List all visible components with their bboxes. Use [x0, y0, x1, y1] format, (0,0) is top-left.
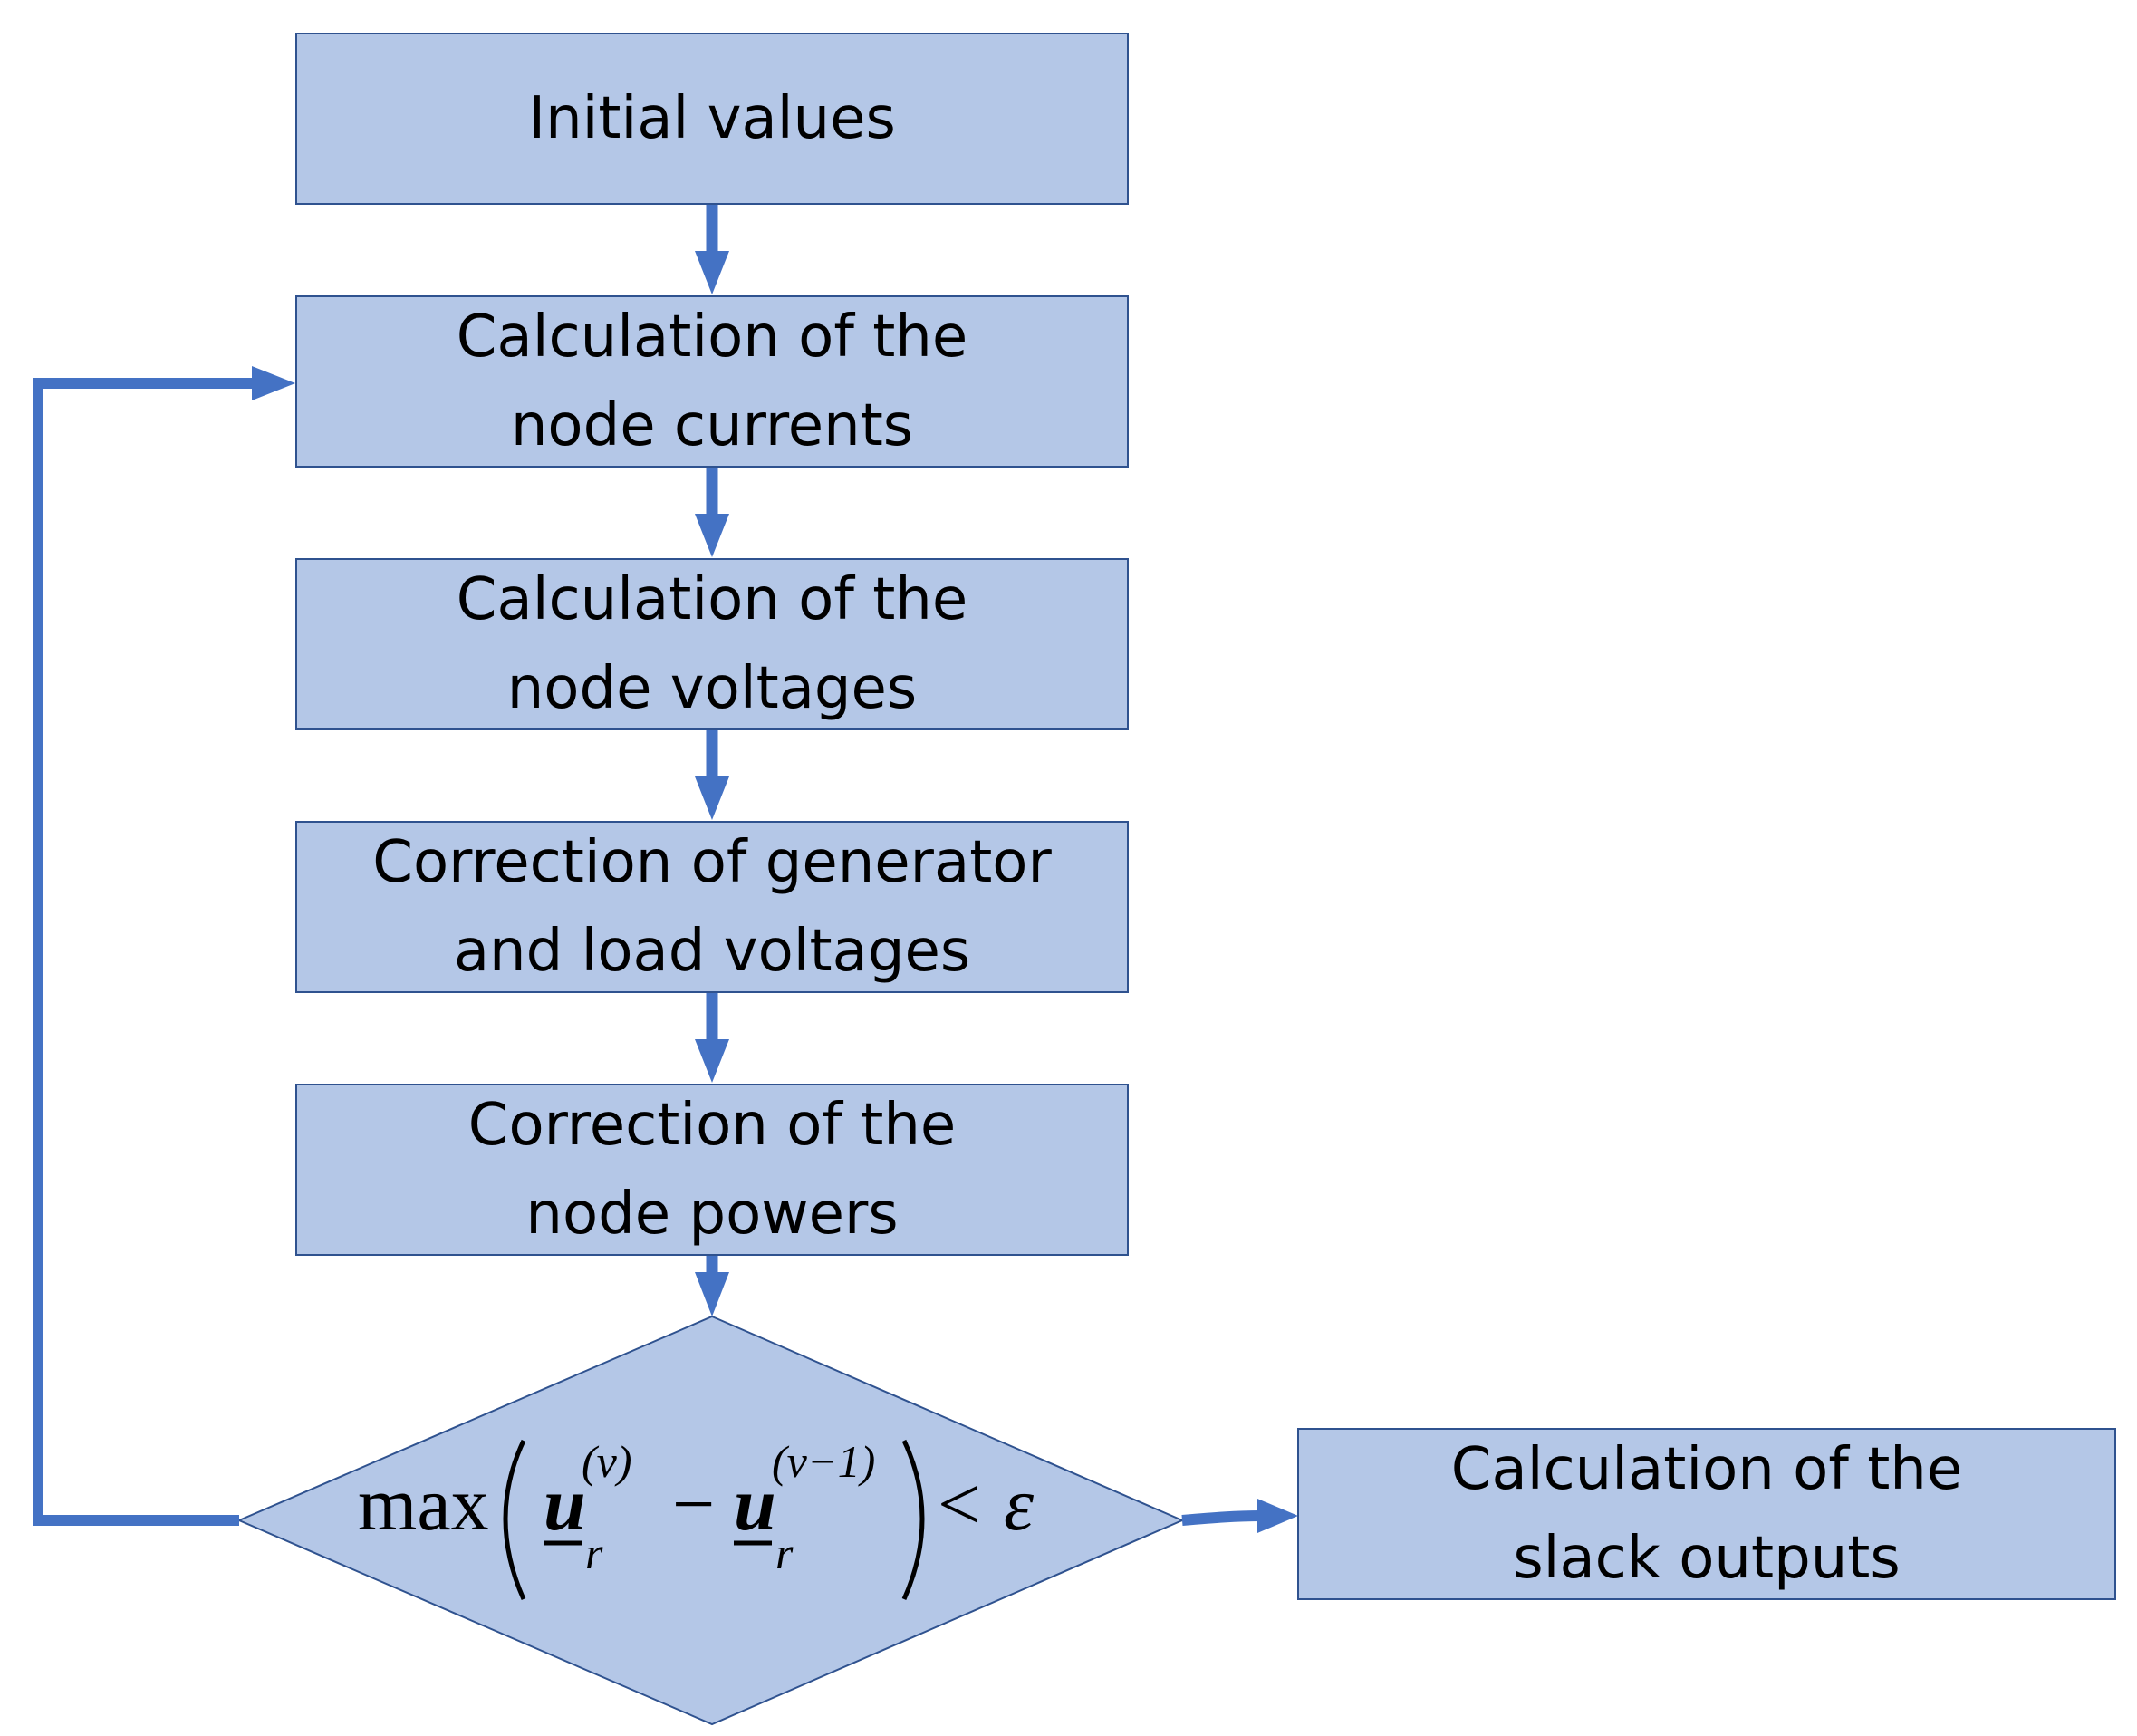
arrow-decision-loop-back: [33, 366, 295, 1526]
formula-sub-2: r: [775, 1528, 794, 1578]
formula-max: max: [358, 1462, 489, 1547]
formula-less-than: <: [938, 1462, 980, 1547]
box-node-powers-line-2: node powers: [525, 1181, 899, 1248]
convergence-formula: max u r (ν) − u r (ν−1) < ε: [358, 1436, 1035, 1601]
arrow-correction-to-powers: [695, 993, 729, 1083]
arrow-currents-to-voltages: [695, 468, 729, 557]
formula-sup-2: (ν−1): [772, 1436, 875, 1487]
box-node-currents-line-2: node currents: [510, 392, 914, 459]
formula-u-2: u: [734, 1462, 776, 1547]
formula-right-paren: [901, 1439, 925, 1601]
box-slack-outputs: Calculation of the slack outputs: [1297, 1428, 2116, 1600]
formula-u-1: u: [544, 1462, 586, 1547]
formula-left-paren: [503, 1439, 526, 1601]
formula-minus: −: [672, 1462, 715, 1547]
box-node-currents-line-1: Calculation of the: [456, 304, 968, 371]
box-node-powers: Correction of the node powers: [295, 1084, 1129, 1256]
box-node-voltages-line-1: Calculation of the: [456, 566, 968, 633]
formula-epsilon: ε: [1004, 1462, 1035, 1547]
arrow-initial-to-currents: [695, 205, 729, 294]
box-initial-values: Initial values: [295, 33, 1129, 205]
arrow-voltages-to-correction: [695, 730, 729, 820]
decision-diamond: [236, 1315, 1185, 1726]
box-slack-outputs-line-1: Calculation of the: [1450, 1436, 1963, 1503]
box-node-currents: Calculation of the node currents: [295, 295, 1129, 468]
formula-sub-1: r: [585, 1528, 603, 1578]
box-generator-load-voltages-line-2: and load voltages: [453, 918, 971, 985]
box-generator-load-voltages: Correction of generator and load voltage…: [295, 821, 1129, 993]
box-initial-values-line-1: Initial values: [528, 85, 896, 152]
formula-sup-1: (ν): [582, 1436, 632, 1487]
box-node-voltages: Calculation of the node voltages: [295, 558, 1129, 730]
box-node-voltages-line-2: node voltages: [506, 655, 918, 722]
box-node-powers-line-1: Correction of the: [467, 1092, 957, 1159]
box-slack-outputs-line-2: slack outputs: [1513, 1525, 1901, 1592]
arrow-powers-to-decision: [695, 1256, 729, 1316]
box-generator-load-voltages-line-1: Correction of generator: [372, 829, 1052, 896]
arrow-decision-to-slack: [1181, 1499, 1298, 1533]
